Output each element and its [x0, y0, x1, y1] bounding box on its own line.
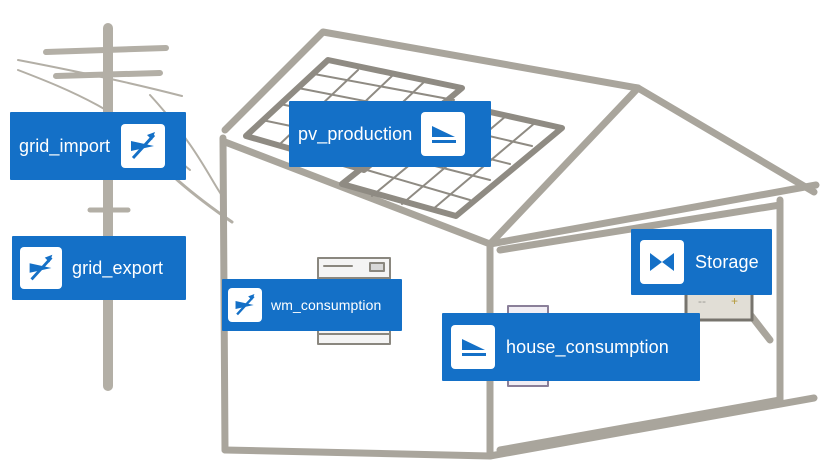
- storage-node[interactable]: Storage: [631, 229, 772, 295]
- house-consumption-label: house_consumption: [506, 336, 669, 357]
- battery-minus-sign: --: [698, 294, 706, 308]
- ramp-source-icon: [451, 325, 495, 369]
- pv-production-node[interactable]: pv_production: [289, 101, 491, 167]
- wm-consumption-label: wm_consumption: [271, 297, 382, 313]
- pv-production-label: pv_production: [298, 123, 413, 144]
- utility-pole: [17, 23, 234, 391]
- house-consumption-node[interactable]: house_consumption: [442, 313, 700, 381]
- grid-export-node[interactable]: grid_export: [12, 236, 186, 300]
- grid-import-node[interactable]: grid_import: [10, 112, 186, 180]
- battery-plus-sign: +: [731, 294, 738, 308]
- wm-consumption-node[interactable]: wm_consumption: [222, 279, 402, 331]
- ramp-source-icon: [421, 112, 466, 156]
- grid-meter-icon: [121, 124, 166, 168]
- grid-export-label: grid_export: [72, 257, 164, 278]
- grid-meter-icon: [20, 247, 62, 289]
- bowtie-storage-icon: [640, 240, 684, 284]
- storage-label: Storage: [695, 251, 759, 272]
- grid-import-label: grid_import: [19, 135, 111, 156]
- grid-meter-icon: [228, 288, 262, 322]
